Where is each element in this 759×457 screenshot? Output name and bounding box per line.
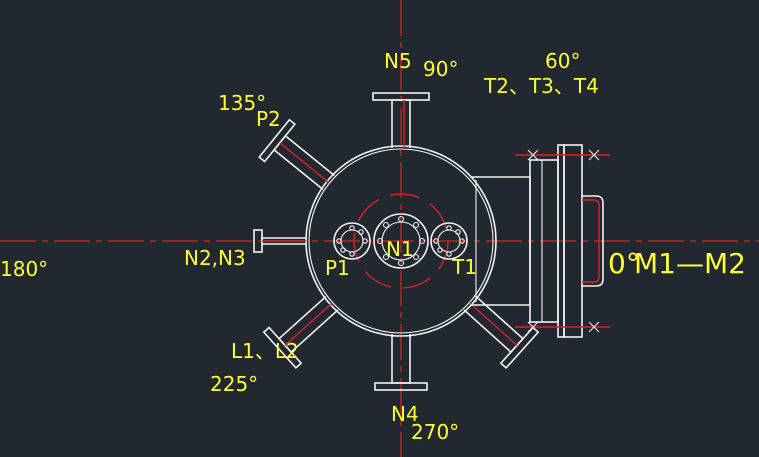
label-0-deg: 0°	[608, 247, 640, 280]
bolt-hole	[437, 247, 443, 253]
n4-nozzle	[374, 334, 428, 391]
p1-flange	[333, 222, 371, 260]
label-t1: T1	[451, 255, 477, 279]
bolt-hole	[412, 253, 420, 261]
n1-reinforcement-arc	[353, 193, 449, 289]
bolt-hole	[336, 238, 342, 244]
label-p1: P1	[325, 256, 350, 280]
bolt-hole	[358, 229, 364, 235]
bolt-hole	[362, 238, 368, 244]
bolt-mark	[527, 321, 539, 333]
bolt-hole	[412, 221, 420, 229]
n1-outer-circle	[373, 213, 429, 269]
bolt-hole	[382, 221, 390, 229]
n5-nozzle	[372, 92, 430, 148]
bolt-hole	[455, 229, 461, 235]
manway-handle-axis	[582, 199, 600, 283]
l1-axis	[469, 302, 518, 346]
label-m1-m2: M1—M2	[634, 247, 746, 280]
label-270-deg: 270°	[411, 420, 459, 444]
manway-handle	[582, 195, 604, 287]
bolt-hole	[382, 253, 390, 261]
bolt-hole	[349, 251, 355, 257]
bolt-hole	[446, 251, 452, 257]
p1-outer-circle	[333, 222, 371, 260]
p2-axis	[284, 302, 333, 346]
label-180-deg: 180°	[0, 257, 48, 281]
label-n4: N4	[391, 402, 419, 426]
t2-axis	[279, 142, 330, 184]
manway	[470, 144, 610, 338]
label-135-deg: 135°	[218, 91, 266, 115]
label-225-deg: 225°	[210, 372, 258, 396]
label-n1: N1	[386, 237, 414, 261]
n4-flange	[374, 382, 428, 391]
label-60-deg: 60°	[545, 49, 580, 73]
bolt-hole	[376, 237, 384, 245]
shell-inner-circle	[308, 148, 494, 334]
label-l1-l2: L1、L2	[231, 339, 299, 363]
p2-nozzle	[262, 295, 339, 370]
bolt-hole	[459, 238, 465, 244]
n1-flange	[353, 193, 449, 289]
manway-cover	[563, 144, 583, 338]
n5-flange	[372, 92, 430, 101]
bolt-hole	[433, 238, 439, 244]
t1-outer-circle	[430, 222, 468, 260]
bolt-hole	[397, 215, 405, 223]
bolt-mark	[588, 149, 600, 161]
bolt-hole	[349, 225, 355, 231]
label-n2-n3: N2,N3	[184, 246, 246, 270]
bolt-hole	[418, 237, 426, 245]
n2-n3-nozzle	[253, 229, 306, 253]
bolt-hole	[340, 247, 346, 253]
label-90-deg: 90°	[423, 57, 458, 81]
labels: N5 90° 60° T2、T3、T4 135° P2 N2,N3 180° P…	[0, 49, 746, 444]
bolt-hole	[446, 225, 452, 231]
bolt-mark	[527, 149, 539, 161]
label-n5: N5	[384, 49, 412, 73]
label-t2-t3-t4: T2、T3、T4	[483, 74, 599, 98]
label-p2: P2	[256, 107, 281, 131]
bolt-mark	[588, 321, 600, 333]
t1-flange	[430, 222, 468, 260]
bolt-hole	[397, 259, 405, 267]
t2-nozzle	[258, 118, 335, 191]
